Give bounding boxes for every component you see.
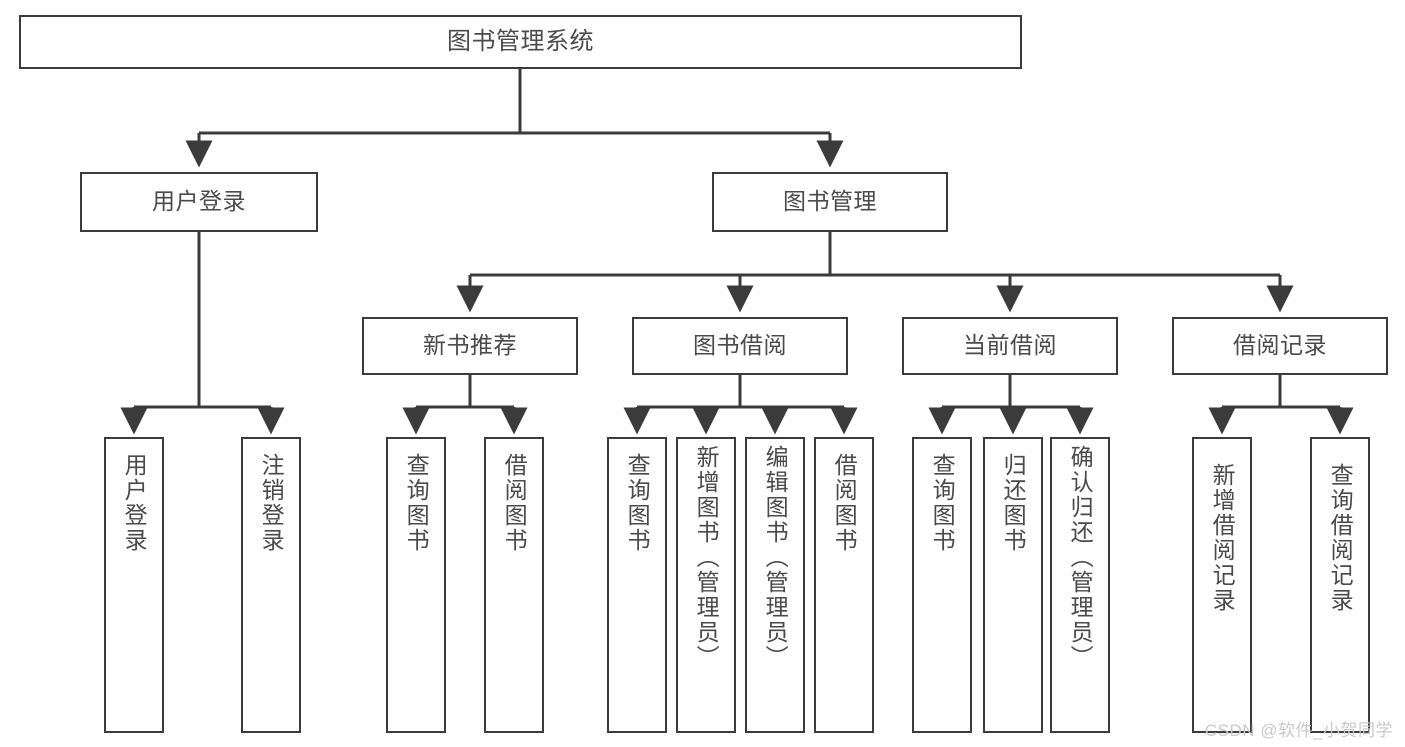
node-leaf-edit-book-admin[interactable]: 编辑图书（管理员） <box>745 437 805 733</box>
edge-group-borrow-record <box>1208 375 1354 435</box>
node-label: 归还图书 <box>1000 453 1027 553</box>
node-leaf-logout-login[interactable]: 注销登录 <box>241 437 301 733</box>
node-leaf-query-book-1[interactable]: 查询图书 <box>386 437 446 733</box>
node-label: 借阅图书 <box>501 453 528 553</box>
node-leaf-query-book-2[interactable]: 查询图书 <box>607 437 667 733</box>
node-label: 图书管理 <box>783 188 877 215</box>
node-label: 确认归还（管理员） <box>1067 445 1094 670</box>
node-label: 新增图书（管理员） <box>693 445 720 670</box>
node-leaf-confirm-return-admin[interactable]: 确认归还（管理员） <box>1050 437 1110 733</box>
node-label: 图书管理系统 <box>447 27 594 55</box>
node-leaf-borrow-book-1[interactable]: 借阅图书 <box>484 437 544 733</box>
node-label: 图书借阅 <box>693 332 787 359</box>
node-current-borrow[interactable]: 当前借阅 <box>902 317 1118 375</box>
edge-group-new-book-recommend <box>402 375 528 435</box>
node-root-system[interactable]: 图书管理系统 <box>19 15 1022 69</box>
node-label: 查询借阅记录 <box>1327 463 1354 613</box>
node-label: 用户登录 <box>121 453 148 553</box>
edge-group-root <box>185 69 844 168</box>
node-leaf-user-login[interactable]: 用户登录 <box>104 437 164 733</box>
node-label: 新书推荐 <box>423 332 517 359</box>
edge-group-book-manage <box>456 232 1294 313</box>
edge-group-current-borrow <box>928 375 1094 435</box>
edge-group-user-login <box>120 232 285 435</box>
node-leaf-borrow-book-2[interactable]: 借阅图书 <box>814 437 874 733</box>
node-leaf-query-book-3[interactable]: 查询图书 <box>912 437 972 733</box>
node-label: 借阅图书 <box>831 453 858 553</box>
node-borrow-record[interactable]: 借阅记录 <box>1172 317 1388 375</box>
node-label: 编辑图书（管理员） <box>762 445 789 670</box>
node-leaf-return-book[interactable]: 归还图书 <box>983 437 1043 733</box>
node-label: 借阅记录 <box>1233 332 1327 359</box>
node-label: 注销登录 <box>258 453 285 553</box>
node-label: 当前借阅 <box>963 332 1057 359</box>
node-book-manage[interactable]: 图书管理 <box>712 172 948 232</box>
node-new-book-recommend[interactable]: 新书推荐 <box>362 317 578 375</box>
node-label: 新增借阅记录 <box>1209 463 1236 613</box>
node-leaf-query-borrow-record[interactable]: 查询借阅记录 <box>1310 437 1370 733</box>
node-leaf-add-borrow-record[interactable]: 新增借阅记录 <box>1192 437 1252 733</box>
node-label: 用户登录 <box>152 188 246 215</box>
node-label: 查询图书 <box>403 453 430 553</box>
node-user-login[interactable]: 用户登录 <box>80 172 318 232</box>
node-label: 查询图书 <box>929 453 956 553</box>
node-book-borrow[interactable]: 图书借阅 <box>632 317 848 375</box>
node-leaf-add-book-admin[interactable]: 新增图书（管理员） <box>676 437 736 733</box>
node-label: 查询图书 <box>624 453 651 553</box>
watermark-text: CSDN @软件_小贺同学 <box>1204 721 1393 740</box>
edge-group-book-borrow <box>623 375 858 435</box>
